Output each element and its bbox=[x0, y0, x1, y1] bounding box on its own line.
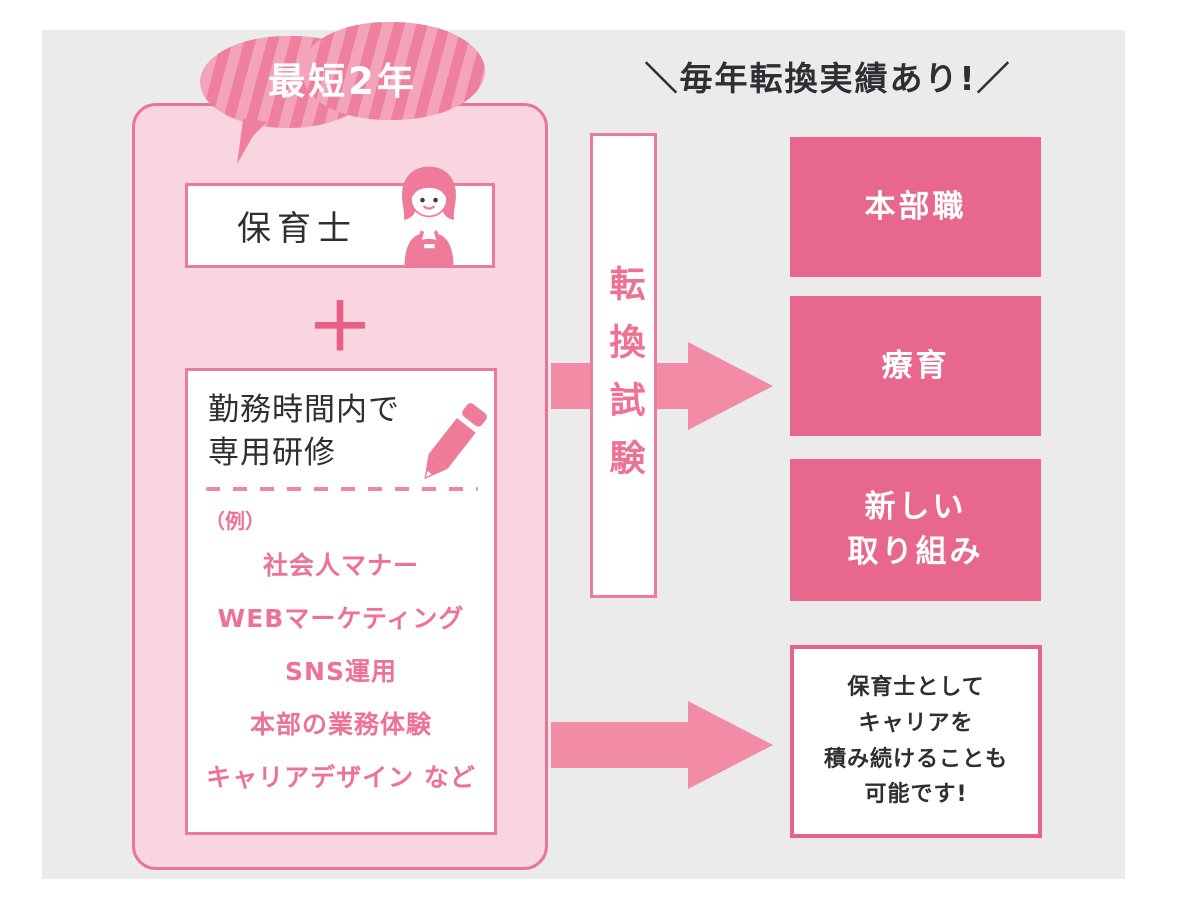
note-line: 積み続けることも bbox=[823, 746, 1008, 772]
plus-sign: ＋ bbox=[307, 289, 373, 366]
role-box: 保育士 bbox=[185, 183, 495, 268]
note-line: 保育士として bbox=[847, 675, 985, 701]
note-line: 可能です! bbox=[864, 782, 968, 808]
outcome-box-ryoiku: 療育 bbox=[790, 296, 1041, 436]
outcome-label-line2: 取り組み bbox=[847, 534, 984, 570]
role-label: 保育士 bbox=[237, 209, 357, 249]
conversion-exam-label: 転換試験 bbox=[603, 264, 645, 497]
outcome-label: 本部職 bbox=[864, 188, 967, 225]
arrow-to-note bbox=[551, 701, 773, 789]
nursery-teacher-icon bbox=[402, 166, 456, 267]
dashed-divider bbox=[206, 487, 478, 491]
duration-badge: 最短2年 bbox=[200, 22, 485, 168]
duration-badge-label: 最短2年 bbox=[268, 60, 417, 103]
training-title: 勤務時間内で 専用研修 bbox=[208, 389, 400, 475]
list-item: WEBマーケティング bbox=[217, 604, 465, 633]
outcome-label-line1: 新しい bbox=[864, 489, 967, 526]
list-item: キャリアデザイン など bbox=[206, 763, 476, 792]
arrow-to-outcomes bbox=[551, 342, 773, 430]
arrow-tail bbox=[551, 722, 689, 768]
list-item: SNS運用 bbox=[285, 657, 397, 686]
training-list: 社会人マナー WEBマーケティング SNS運用 本部の業務体験 キャリアデザイン… bbox=[188, 539, 494, 804]
banner-text: ＼毎年転換実績あり!／ bbox=[644, 59, 1012, 98]
arrow-head-icon bbox=[688, 342, 773, 430]
career-note-box: 保育士として キャリアを 積み続けることも 可能です! bbox=[790, 645, 1042, 838]
list-item: 社会人マナー bbox=[262, 551, 419, 580]
bubble-blob-right bbox=[303, 22, 485, 120]
outcome-box-honbu: 本部職 bbox=[790, 137, 1041, 277]
pencil-icon bbox=[424, 403, 487, 480]
arrow-head-icon bbox=[688, 701, 773, 789]
training-title-line2: 専用研修 bbox=[208, 434, 336, 471]
conversion-exam-box: 転換試験 bbox=[590, 133, 657, 598]
outcome-label: 療育 bbox=[881, 347, 950, 384]
list-item: 本部の業務体験 bbox=[249, 710, 432, 739]
outcome-box-new-initiatives: 新しい 取り組み bbox=[790, 459, 1041, 601]
training-box: 勤務時間内で 専用研修 （例） 社会人マナー WEBマーケティング SNS運用 … bbox=[185, 368, 497, 835]
note-line: キャリアを bbox=[858, 710, 974, 736]
training-title-line1: 勤務時間内で bbox=[208, 392, 400, 428]
example-label: （例） bbox=[205, 509, 265, 533]
